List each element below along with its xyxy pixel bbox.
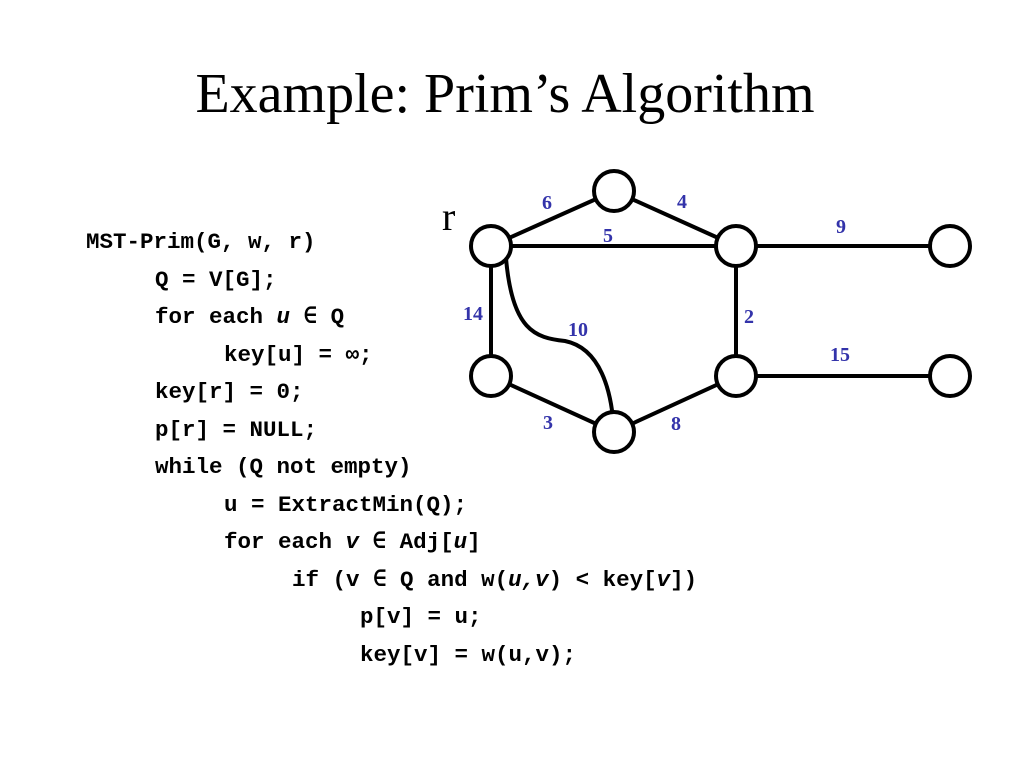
code-line-3: for each u ∈ Q	[86, 299, 697, 337]
code-line-5: key[r] = 0;	[155, 379, 304, 405]
edge-weight-label: 3	[543, 412, 553, 434]
code-line-11: p[v] = u;	[360, 604, 482, 630]
code-token: ) < key[	[548, 566, 657, 593]
slide-title: Example: Prim’s Algorithm	[195, 63, 815, 125]
edge-weight-label: 10	[568, 319, 588, 341]
node-root	[469, 224, 513, 268]
code-line-8: u = ExtractMin(Q);	[224, 491, 468, 518]
graph-edges	[489, 189, 950, 434]
edge-curve	[504, 257, 616, 433]
code-var-v: v	[345, 529, 360, 555]
code-token: ])	[670, 566, 698, 593]
edge-weight-label: 9	[836, 216, 846, 238]
node-lower-right	[714, 354, 758, 398]
code-var-u: u	[453, 529, 468, 555]
code-line-4: key[u] = ∞;	[224, 341, 373, 368]
code-line-2: Q = V[G];	[155, 266, 277, 293]
edge-weight-label: 4	[677, 191, 687, 213]
code-line-12: key[v] = w(u,v);	[360, 641, 577, 668]
code-token: ]	[467, 529, 481, 555]
code-line-10: if (v ∈ Q and w(u,v) < key[v])	[86, 562, 697, 600]
code-line-6: p[r] = NULL;	[155, 416, 318, 443]
edge-top-left	[490, 189, 615, 248]
code-line-9: for each v ∈ Adj[u]	[86, 524, 697, 562]
code-token: ∈ Adj[	[359, 529, 454, 555]
code-token: for each	[224, 529, 346, 555]
code-line-7: while (Q not empty)	[155, 454, 412, 480]
code-token: ∈ Q	[290, 304, 345, 330]
edge-weight-label: 8	[671, 413, 681, 435]
code-line-1: MST-Prim(G, w, r)	[86, 229, 316, 255]
code-token: if (v ∈ Q and w(	[292, 566, 509, 593]
graph-nodes	[469, 169, 972, 454]
node-far-upper-right	[928, 224, 972, 268]
node-far-lower-right	[928, 354, 972, 398]
root-label: r	[442, 194, 455, 239]
node-upper-right	[714, 224, 758, 268]
code-token: for each	[155, 304, 277, 330]
edge-top-right	[613, 189, 737, 248]
edge-weight-label: 2	[744, 306, 754, 328]
node-lower-left	[469, 354, 513, 398]
edge-weight-label: 6	[542, 192, 552, 214]
edge-weight-label: 5	[603, 225, 613, 247]
code-var-u: u	[276, 304, 291, 330]
edge-weight-label: 15	[830, 344, 850, 366]
node-top	[592, 169, 636, 213]
pseudocode-block: MST-Prim(G, w, r) Q = V[G]; for each u ∈…	[86, 224, 697, 674]
code-var-uv: u,v	[508, 566, 549, 593]
edge-bottom-left	[490, 374, 615, 434]
edge-bottom-right	[613, 374, 737, 434]
code-var-v: v	[656, 566, 671, 593]
node-bottom	[592, 410, 636, 454]
edge-weight-label: 14	[463, 303, 483, 325]
